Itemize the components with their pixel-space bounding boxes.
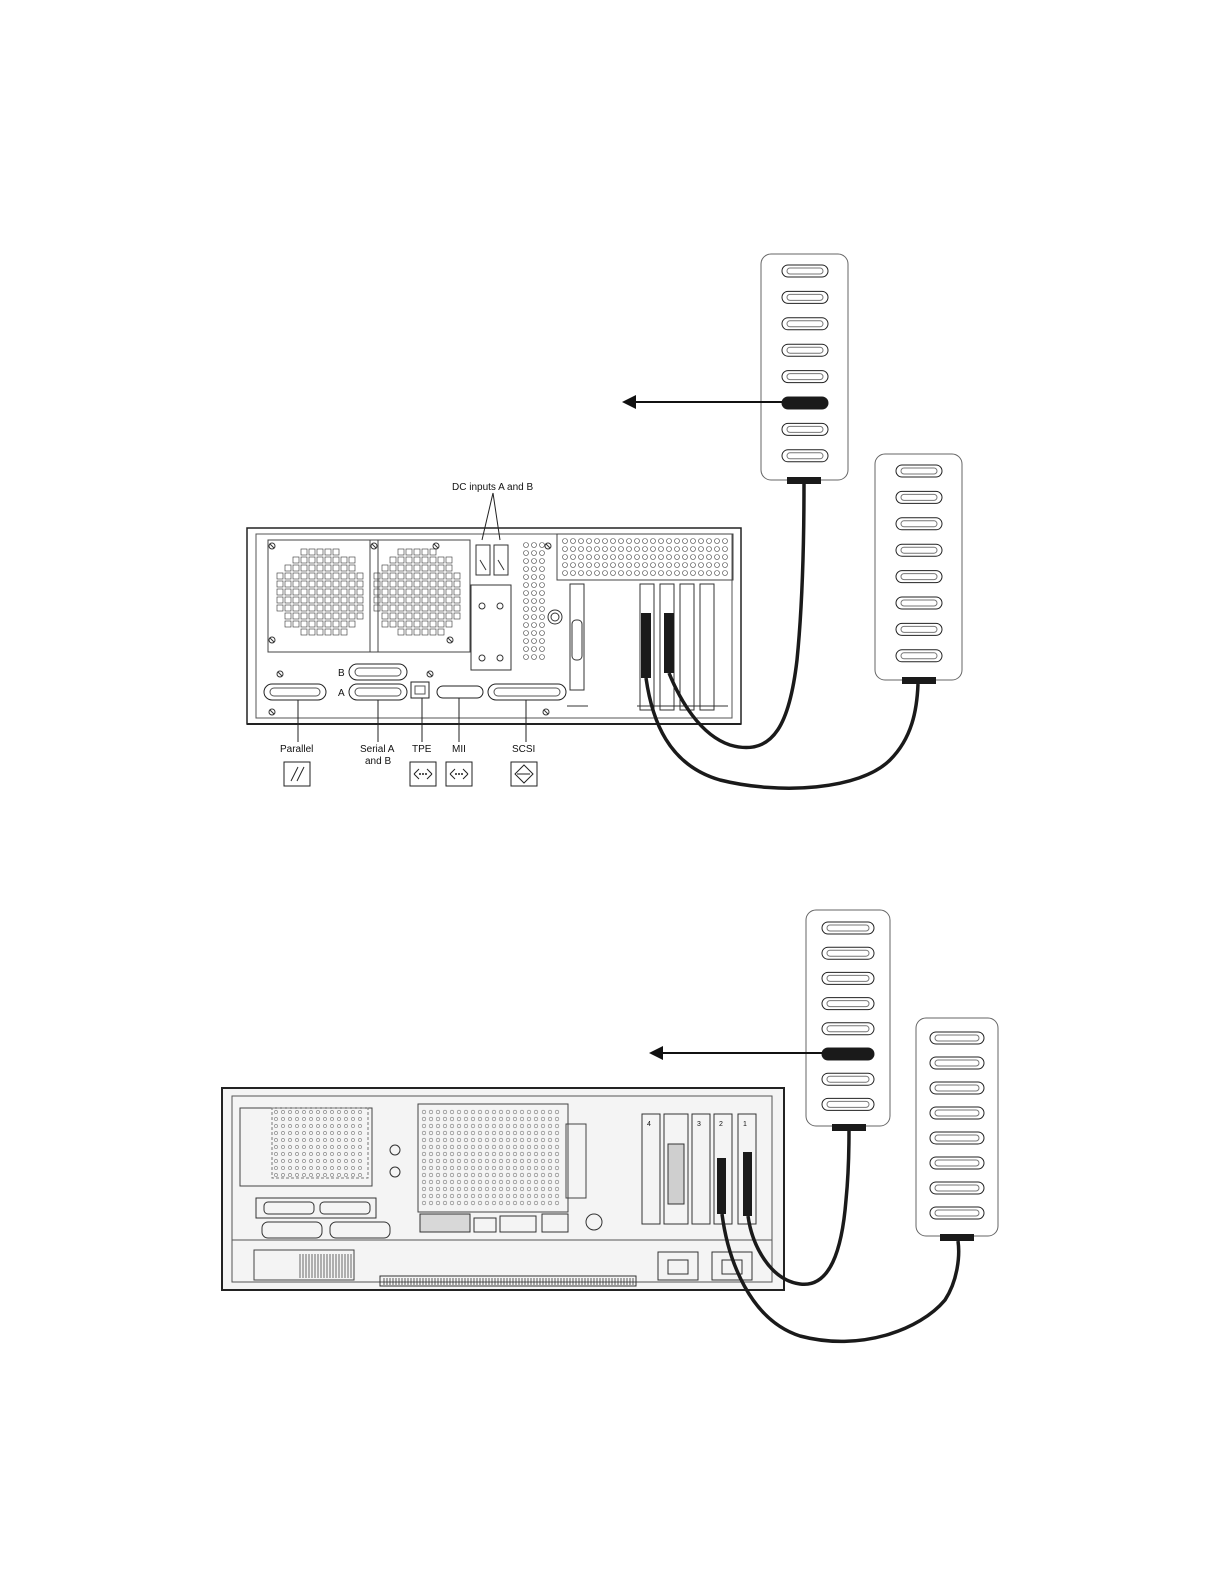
slot-3-label: 3 xyxy=(697,1121,701,1128)
selected-port-top xyxy=(782,397,828,409)
mii-port-icon xyxy=(446,762,472,786)
top-chassis-rear: B A xyxy=(247,528,741,724)
top-system-figure: B A DC inputs A and B Parallel Serial A … xyxy=(247,254,962,788)
serial-label-line2: and B xyxy=(365,756,391,767)
parallel-port-icon xyxy=(284,762,310,786)
patch-panel-top-1 xyxy=(761,254,848,484)
scsi-label: SCSI xyxy=(512,744,535,755)
parallel-label: Parallel xyxy=(280,744,313,755)
tpe-port-icon xyxy=(410,762,436,786)
serial-label-line1: Serial A xyxy=(360,744,395,755)
arrow-left-icon xyxy=(649,1046,822,1060)
patch-panel-bottom-1 xyxy=(806,910,890,1131)
slot-2-label: 2 xyxy=(719,1121,723,1128)
patch-panel-top-2 xyxy=(875,454,962,684)
tpe-label: TPE xyxy=(412,744,432,755)
mii-label: MII xyxy=(452,744,466,755)
arrow-left-icon xyxy=(622,395,782,409)
cable-plug-4 xyxy=(743,1152,752,1216)
cable-plug-1 xyxy=(641,613,651,678)
dc-inputs-label: DC inputs A and B xyxy=(452,482,533,493)
bottom-chassis-rear: 4 3 2 1 xyxy=(222,1088,784,1290)
slot-4-label: 4 xyxy=(647,1121,651,1128)
bottom-system-figure: 4 3 2 1 xyxy=(222,910,998,1341)
cable-plug-3 xyxy=(717,1158,726,1214)
port-a-label: A xyxy=(338,688,345,699)
slot-1-label: 1 xyxy=(743,1121,747,1128)
port-b-label: B xyxy=(338,668,345,679)
patch-panel-bottom-2 xyxy=(916,1018,998,1241)
selected-port-bottom xyxy=(822,1048,874,1060)
scsi-port-icon xyxy=(511,762,537,786)
cable-plug-2 xyxy=(664,613,674,673)
